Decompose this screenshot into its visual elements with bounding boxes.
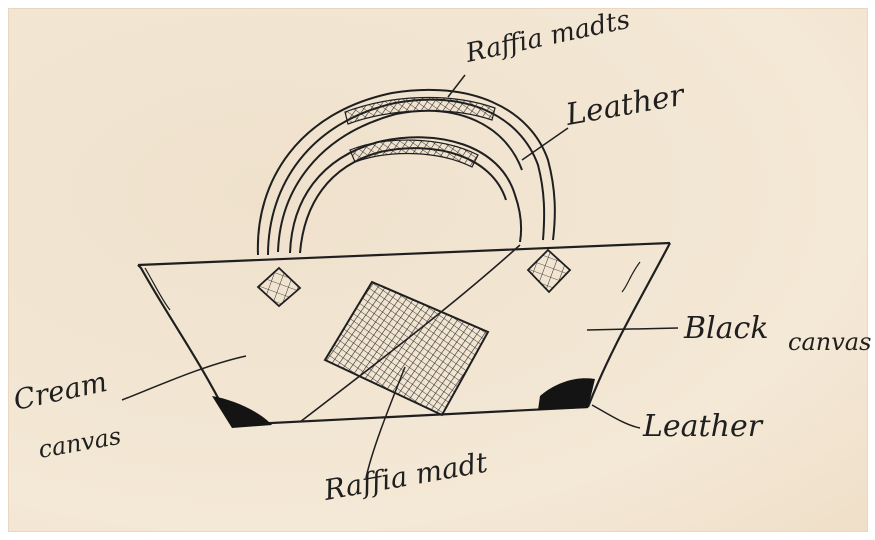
label-cream-1: Cream	[11, 365, 110, 417]
label-raffia-bottom: Raffia madt	[321, 446, 491, 507]
label-cream-2: canvas	[36, 422, 123, 464]
raffia-square-panel	[325, 282, 488, 415]
label-raffia-top: Raffia madts	[462, 5, 632, 69]
leather-corner-right	[538, 378, 595, 410]
diamond-accent-left	[258, 268, 300, 306]
label-leather-handle: Leather	[562, 77, 688, 133]
label-leather-corner: Leather	[642, 409, 764, 444]
diamond-accent-right	[528, 250, 570, 292]
label-black-canvas-1: Black	[683, 311, 769, 346]
raffia-band-inner	[350, 140, 478, 167]
outer-handle	[258, 90, 555, 255]
leather-corner-left	[212, 396, 272, 428]
inner-handle	[290, 137, 521, 253]
label-black-canvas-2: canvas	[788, 328, 871, 356]
